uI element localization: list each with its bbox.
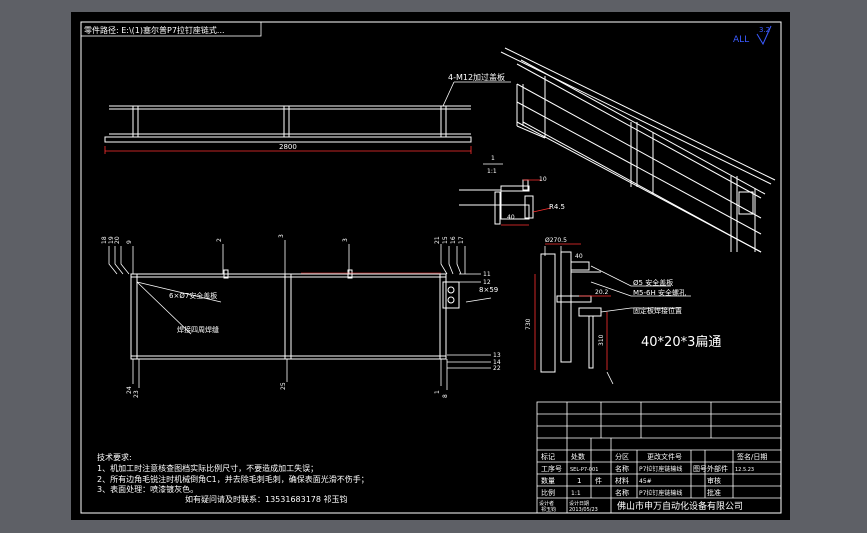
title-block-text: 标记 处数 分区 更改文件号 签名/日期 工序号 SEL-P7-001 名称 P… (539, 452, 767, 513)
svg-text:14: 14 (493, 359, 501, 366)
svg-text:2: 2 (216, 238, 223, 242)
svg-text:佛山市申万自动化设备有限公司: 佛山市申万自动化设备有限公司 (617, 500, 743, 512)
bolt-leader (442, 81, 455, 107)
section-ratio: 1:1 (487, 168, 497, 175)
dim-10: 10 (539, 176, 547, 183)
svg-text:45#: 45# (639, 478, 652, 485)
contact-line: 如有疑问请及时联系：13531683178 祁玉钧 (185, 494, 348, 504)
file-path-text: 零件路径: E:\(1)塞尔普P7拉钉座链式... (84, 25, 225, 35)
svg-text:13: 13 (493, 352, 501, 359)
svg-text:P7拉钉座链输线: P7拉钉座链输线 (639, 489, 682, 497)
plan-view (130, 269, 460, 360)
svg-text:17: 17 (458, 236, 465, 244)
svg-text:3: 3 (278, 234, 285, 238)
svg-text:件: 件 (595, 476, 602, 485)
svg-text:2013/05/23: 2013/05/23 (569, 507, 598, 513)
mount-hole-note: 6×Ø7安全盖板 (169, 291, 217, 300)
side-note-1: Ø5 安全盖板 (633, 278, 673, 287)
svg-text:21: 21 (434, 236, 441, 244)
svg-text:1: 1 (577, 477, 581, 485)
dim-310: 310 (598, 334, 605, 346)
side-dim-top: Ø270.5 (545, 237, 567, 244)
svg-text:16: 16 (450, 236, 457, 244)
svg-text:20: 20 (114, 236, 121, 244)
dim-r45: R4.5 (549, 203, 565, 211)
svg-text:数量: 数量 (541, 476, 555, 485)
file-path-box (80, 21, 262, 37)
roughness-value: 3.2 (759, 26, 770, 34)
side-view (540, 251, 602, 373)
svg-text:25: 25 (280, 382, 287, 390)
section-dimensions (501, 179, 552, 226)
dim-730: 730 (525, 318, 532, 330)
front-view-rail (104, 105, 472, 143)
svg-text:外部件: 外部件 (707, 464, 728, 473)
plan-leaders (108, 240, 492, 390)
front-view-dimension (104, 146, 472, 154)
svg-text:18: 18 (101, 236, 108, 244)
svg-text:12: 12 (483, 279, 491, 286)
svg-text:批准: 批准 (707, 488, 721, 497)
svg-text:处数: 处数 (571, 452, 585, 461)
svg-text:11: 11 (483, 271, 491, 278)
section-profile (459, 179, 534, 225)
svg-text:签名/日期: 签名/日期 (737, 452, 767, 461)
cad-drawing: 零件路径: E:\(1)塞尔普P7拉钉座链式... ALL 3.2 2800 4… (80, 21, 782, 514)
dim-8x59: 8×59 (479, 286, 498, 294)
svg-text:1:1: 1:1 (571, 490, 581, 497)
svg-text:P7拉钉座链输线: P7拉钉座链输线 (639, 465, 682, 473)
side-dimensions (534, 243, 611, 370)
dim-40: 40 (507, 214, 515, 221)
svg-text:图号: 图号 (693, 465, 707, 473)
svg-text:名称: 名称 (615, 464, 629, 473)
side-note-2: M5-6H 安全螺孔 (633, 288, 686, 297)
svg-text:更改文件号: 更改文件号 (647, 452, 682, 461)
side-leaders (544, 246, 691, 385)
svg-text:24: 24 (126, 386, 133, 394)
weld-seam-note: 焊接四周焊缝 (177, 325, 219, 334)
all-label: ALL (733, 35, 749, 45)
sheet-border (80, 21, 782, 514)
dim-2800: 2800 (279, 143, 297, 151)
plan-balloons: 18 19 20 9 2 3 3 21 15 16 17 11 12 13 14… (101, 234, 501, 398)
svg-text:名称: 名称 (615, 488, 629, 497)
profile-spec: 40*20*3扁通 (641, 335, 721, 350)
svg-text:比例: 比例 (541, 488, 555, 497)
svg-text:分区: 分区 (615, 452, 629, 461)
isometric-view (500, 47, 776, 253)
svg-text:22: 22 (493, 365, 501, 372)
svg-text:3: 3 (342, 238, 349, 242)
svg-text:设计者: 设计者 (539, 500, 554, 507)
svg-text:SEL-P7-001: SEL-P7-001 (570, 467, 598, 473)
tech-line-3: 3、表面处理：喷漆镀灰色。 (97, 484, 198, 494)
title-block-grid (536, 401, 782, 514)
tech-title: 技术要求: (97, 452, 132, 462)
svg-text:1: 1 (434, 390, 441, 394)
section-number: 1 (491, 155, 495, 162)
roughness-icon (756, 25, 772, 46)
svg-text:材料: 材料 (615, 476, 629, 485)
svg-text:8: 8 (442, 394, 449, 398)
svg-text:19: 19 (108, 236, 115, 244)
svg-text:9: 9 (126, 240, 133, 244)
svg-text:23: 23 (133, 390, 140, 398)
bolt-note: 4-M12加过盖板 (448, 72, 505, 82)
svg-text:设计日期: 设计日期 (569, 500, 589, 507)
svg-text:祁玉钧: 祁玉钧 (541, 506, 556, 513)
svg-text:审核: 审核 (707, 476, 721, 485)
drawing-sheet: 零件路径: E:\(1)塞尔普P7拉钉座链式... ALL 3.2 2800 4… (71, 12, 790, 520)
svg-text:标记: 标记 (541, 452, 555, 461)
dim-40b: 40 (575, 253, 583, 260)
side-dim-202: 20.2 (595, 289, 609, 296)
tech-line-2: 2、所有边角毛锐注时机械倒角C1，并去除毛刺毛刺，确保表面光滑不伤手； (97, 474, 369, 484)
side-note-3: 固定板焊接位置 (633, 306, 682, 315)
svg-text:工序号: 工序号 (541, 464, 562, 473)
svg-text:12.5.23: 12.5.23 (735, 467, 754, 473)
tech-line-1: 1、机加工时注意核查图档实际比例尺寸，不要造成加工失误； (97, 463, 318, 473)
svg-text:15: 15 (442, 236, 449, 244)
